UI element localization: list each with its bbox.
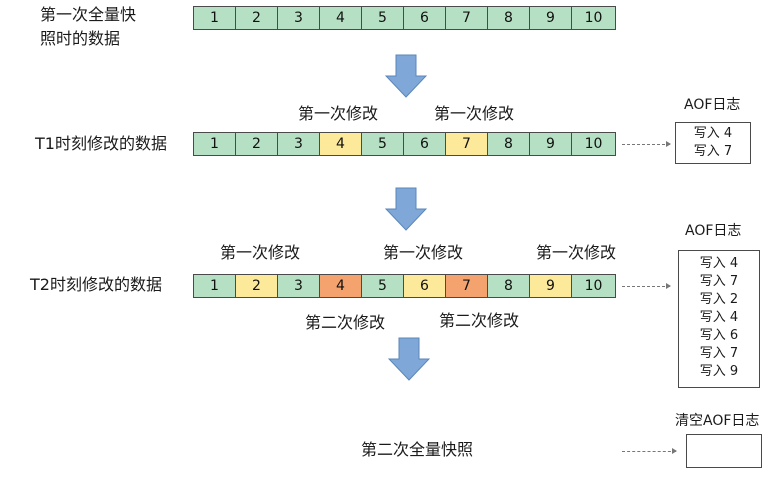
data-cell: 10 (572, 7, 615, 29)
data-cell: 10 (572, 275, 615, 297)
t2-data-row: 1 2 3 4 5 6 7 8 9 10 (193, 274, 616, 298)
data-cell: 8 (488, 275, 530, 297)
data-cell: 8 (488, 7, 530, 29)
data-cell: 5 (362, 7, 404, 29)
t1-mod-label-2: 第一次修改 (434, 104, 515, 123)
t2-dashed-arrow (622, 283, 671, 289)
data-cell: 10 (572, 133, 615, 155)
t1-row-label: T1时刻修改的数据 (35, 134, 167, 153)
data-cell: 2 (236, 7, 278, 29)
t1-mod-label-1: 第一次修改 (298, 104, 379, 123)
data-cell: 3 (278, 133, 320, 155)
snapshot-label: 第一次全量快 照时的数据 (40, 5, 136, 49)
data-cell-modified: 9 (530, 275, 572, 297)
t1-aof-title: AOF日志 (684, 97, 741, 113)
aof-entry: 写入 2 (699, 292, 739, 307)
data-cell: 8 (488, 133, 530, 155)
data-cell: 9 (530, 7, 572, 29)
data-cell: 1 (194, 275, 236, 297)
final-aof-title: 清空AOF日志 (675, 413, 760, 429)
aof-entry: 写入 9 (699, 364, 739, 379)
t1-aof-box: 写入 4 写入 7 (675, 122, 751, 164)
t2-aof-title: AOF日志 (685, 223, 742, 239)
aof-entry: 写入 7 (699, 274, 739, 289)
snapshot-label-line2: 照时的数据 (40, 29, 121, 48)
aof-entry: 写入 4 (699, 310, 739, 325)
data-cell-modified-twice: 7 (446, 275, 488, 297)
data-cell: 9 (530, 133, 572, 155)
data-cell: 3 (278, 7, 320, 29)
data-cell: 5 (362, 133, 404, 155)
down-arrow-icon (385, 54, 427, 98)
aof-entry: 写入 4 (693, 126, 733, 141)
final-aof-box-empty (686, 434, 762, 468)
snapshot-data-row: 1 2 3 4 5 6 7 8 9 10 (193, 6, 616, 30)
t2-top-label-1: 第一次修改 (220, 243, 301, 262)
data-cell: 3 (278, 275, 320, 297)
aof-entry: 写入 7 (693, 144, 733, 159)
aof-entry: 写入 6 (699, 328, 739, 343)
final-snapshot-label: 第二次全量快照 (361, 440, 474, 459)
data-cell-modified: 2 (236, 275, 278, 297)
t2-top-label-2: 第一次修改 (383, 243, 464, 262)
aof-entry: 写入 7 (699, 346, 739, 361)
down-arrow-icon (385, 187, 427, 231)
t2-row-label: T2时刻修改的数据 (30, 275, 162, 294)
t2-bottom-label-1: 第二次修改 (305, 313, 386, 332)
data-cell-modified: 4 (320, 133, 362, 155)
data-cell: 4 (320, 7, 362, 29)
data-cell: 7 (446, 7, 488, 29)
snapshot-label-line1: 第一次全量快 (40, 5, 137, 24)
t2-bottom-label-2: 第二次修改 (439, 311, 520, 330)
t2-top-label-3: 第一次修改 (536, 243, 617, 262)
aof-entry: 写入 4 (699, 256, 739, 271)
data-cell-modified: 7 (446, 133, 488, 155)
t1-dashed-arrow (622, 141, 671, 147)
t2-aof-box: 写入 4 写入 7 写入 2 写入 4 写入 6 写入 7 写入 9 (678, 250, 760, 388)
data-cell: 2 (236, 133, 278, 155)
data-cell: 1 (194, 7, 236, 29)
down-arrow-icon (388, 337, 430, 381)
data-cell: 6 (404, 133, 446, 155)
data-cell-modified: 6 (404, 275, 446, 297)
final-dashed-arrow (622, 448, 677, 454)
data-cell-modified-twice: 4 (320, 275, 362, 297)
data-cell: 1 (194, 133, 236, 155)
data-cell: 6 (404, 7, 446, 29)
data-cell: 5 (362, 275, 404, 297)
t1-data-row: 1 2 3 4 5 6 7 8 9 10 (193, 132, 616, 156)
